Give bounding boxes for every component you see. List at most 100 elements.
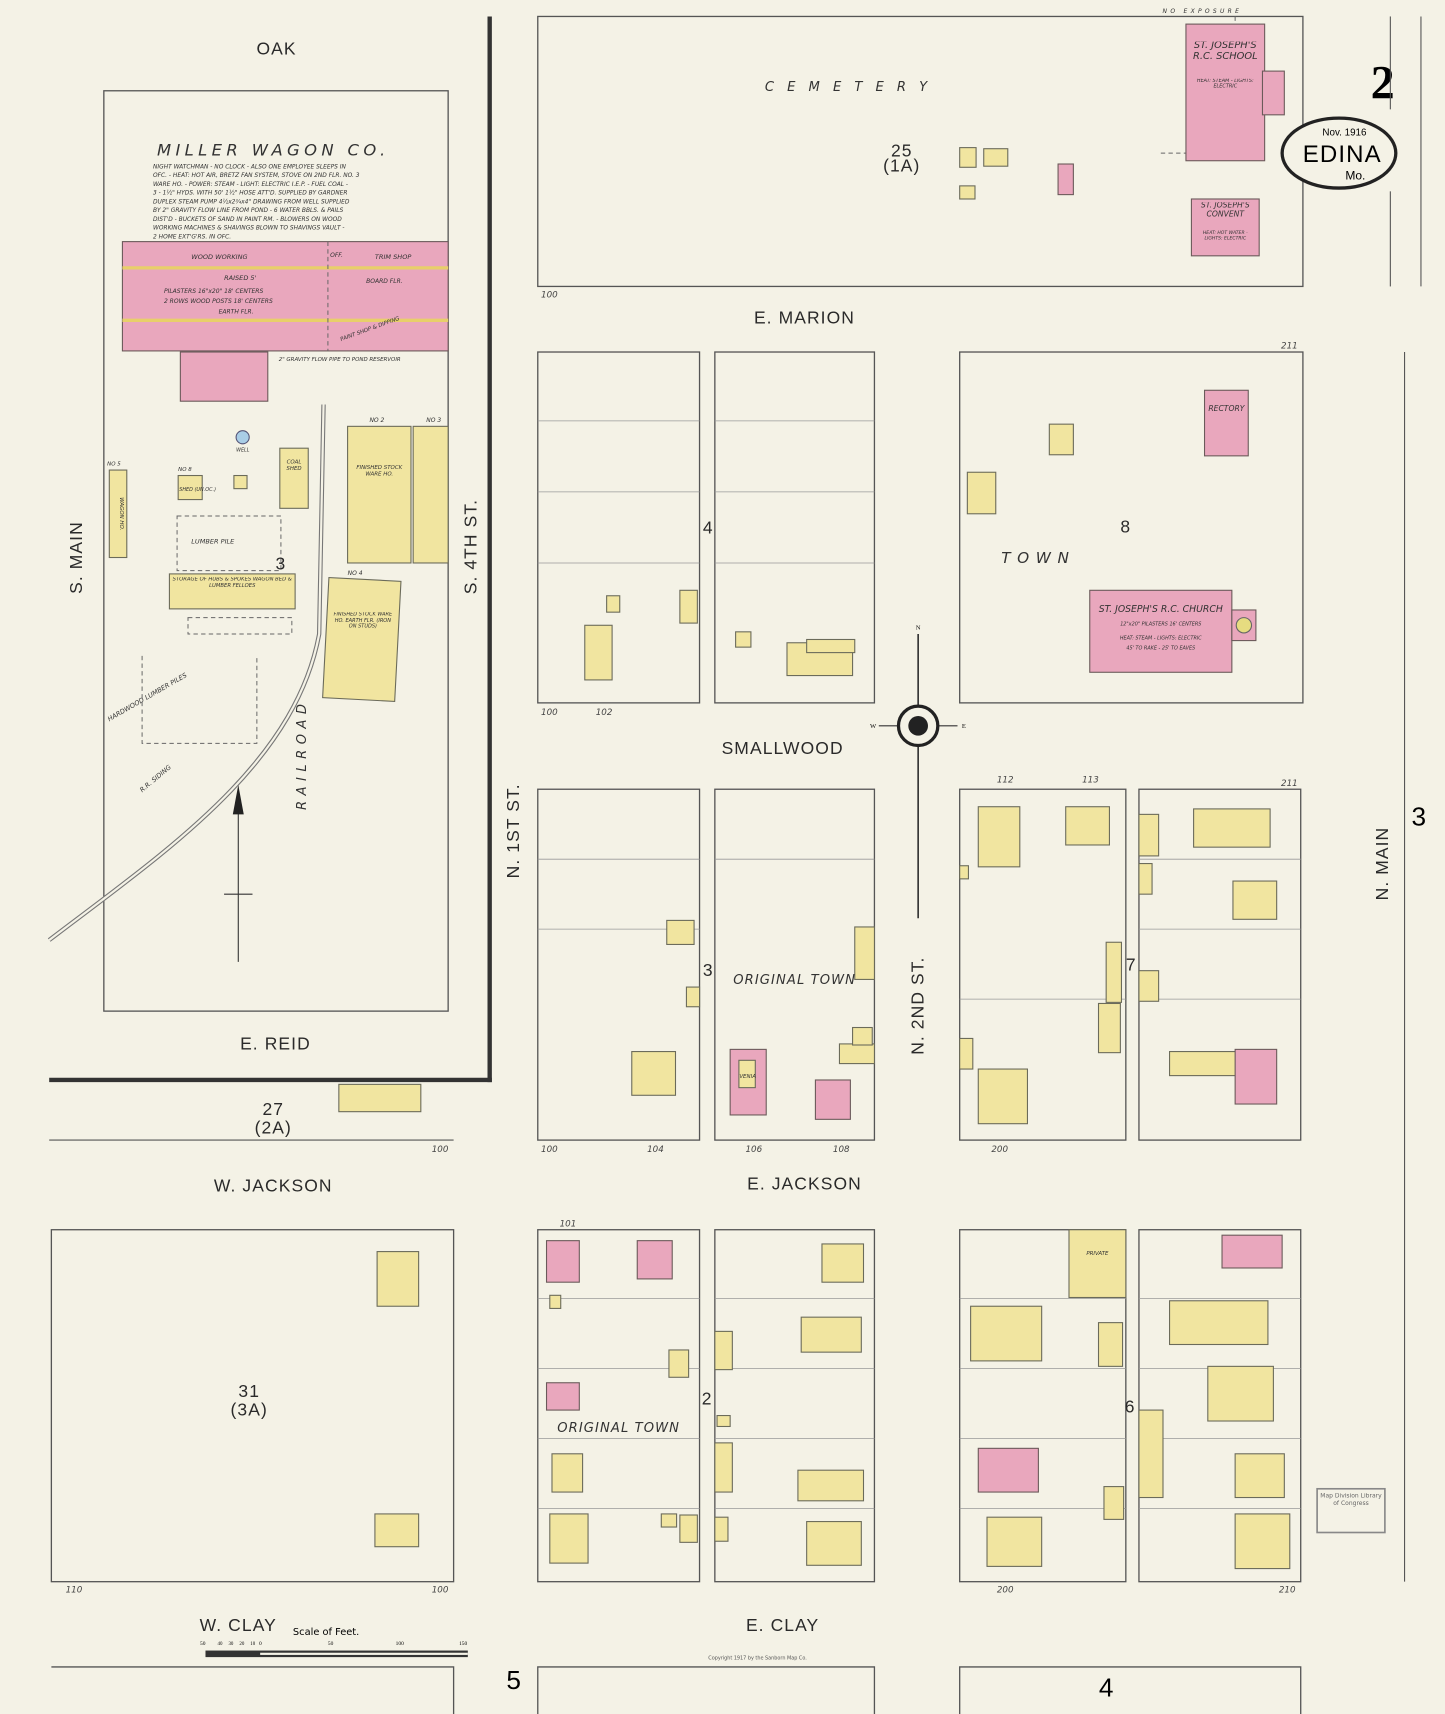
finished-stock-2-label-box: FINISHED STOCK WARE HO.: [356, 464, 403, 478]
library-stamp: Map Division Library of Congress: [1316, 1487, 1386, 1534]
copyright: Copyright 1917 by the Sanborn Map Co.: [708, 1655, 807, 1661]
scale-tick: 50: [328, 1641, 334, 1647]
partial-block: [959, 1666, 1302, 1714]
label-hardwood-lumber: HARDWOOD LUMBER PILES: [106, 671, 188, 723]
label-gravity-pipe: 2" GRAVITY FLOW PIPE TO POND RESERVOIR: [279, 357, 401, 363]
address-number: 106: [745, 1145, 762, 1155]
scale-tick: 50: [200, 1641, 206, 1647]
label-coal-shed: COAL SHED: [286, 459, 302, 473]
label-pilasters: PILASTERS 16"x20" 18' CENTERS: [164, 288, 264, 295]
block-number: 3: [275, 554, 286, 574]
compass-w: W: [870, 723, 877, 730]
warehouse-no4: [322, 576, 402, 702]
label-church: ST. JOSEPH'S R.C. CHURCH: [1099, 604, 1223, 615]
building: [338, 1083, 422, 1113]
block-8: [959, 351, 1304, 704]
miller-notes: NIGHT WATCHMAN - NO CLOCK - ALSO ONE EMP…: [153, 164, 360, 240]
title-town: EDINA: [1303, 141, 1382, 168]
label-no2: NO 2: [369, 417, 384, 424]
boiler-room-building: [179, 351, 269, 402]
school-wing: [1261, 70, 1285, 116]
label-church-note: 45' TO RAKE - 25' TO EAVES: [1126, 645, 1195, 651]
label-board-floor: BOARD FLR.: [366, 278, 403, 285]
address-number: 211: [1281, 779, 1298, 789]
label-wood-working: WOOD WORKING: [191, 253, 247, 261]
block-7: [959, 788, 1302, 1141]
coal-shed-label-box: COAL SHED: [286, 459, 302, 473]
label-storage: STORAGE OF HUBS & SPOKES WAGON BED & LUM…: [172, 577, 292, 589]
block-number-3: 3: [703, 960, 714, 980]
street-smallwood: SMALLWOOD: [722, 738, 844, 758]
note-line: DIST'D - BUCKETS OF SAND IN PAINT RM. - …: [153, 217, 342, 223]
address-number: 211: [1281, 342, 1298, 352]
address-number: 100: [432, 1145, 449, 1155]
block-sub-31: (3A): [231, 1400, 268, 1420]
address-number: 102: [596, 708, 613, 718]
st-josephs-school: [1185, 23, 1266, 162]
convent-label-box: ST. JOSEPH'S CONVENT: [1200, 202, 1250, 219]
partial-block: [537, 1666, 876, 1714]
street-oak: OAK: [256, 39, 296, 59]
block-number-8: 8: [1120, 516, 1131, 536]
adjoining-sheet-5[interactable]: 5: [506, 1665, 521, 1695]
label-railroad: RAILROAD: [295, 699, 310, 810]
note-line: 3 - 1½" HYDS. WITH 50' 1½" HOSE ATT'D. S…: [153, 190, 347, 197]
label-finished-stock-2: FINISHED STOCK WARE HO.: [356, 464, 403, 478]
label-well: WELL: [236, 447, 250, 453]
address-number: 200: [991, 1145, 1008, 1155]
label-no8: NO 8: [178, 467, 192, 473]
note-line: DUPLEX STEAM PUMP 4½x2¾x4" DRAWING FROM …: [153, 198, 350, 205]
label-original-town-2: ORIGINAL TOWN: [557, 1421, 680, 1436]
address-number: 101: [560, 1219, 577, 1229]
block-number-7: 7: [1126, 955, 1137, 975]
coal-shed: [279, 447, 309, 509]
scale-tick: 0: [259, 1641, 262, 1647]
compass-e: E: [962, 723, 966, 730]
title-date: Nov. 1916: [1322, 128, 1367, 139]
address-number: 100: [432, 1586, 449, 1596]
hardwood-lumber-outline: [141, 655, 258, 744]
street-n-1st: N. 1ST ST.: [503, 783, 523, 878]
adjoining-sheet-4[interactable]: 4: [1099, 1672, 1114, 1702]
street-n-main: N. MAIN: [1372, 827, 1392, 901]
address-number: 113: [1082, 776, 1099, 786]
label-wagon-ho: WAGON HO.: [118, 497, 124, 530]
scale-tick: 30: [228, 1642, 233, 1647]
compass-n: N: [916, 625, 921, 632]
building: [1057, 163, 1074, 196]
page-number: 2: [1371, 56, 1395, 109]
label-church-note: 12"x20" PILASTERS 16' CENTERS: [1120, 621, 1201, 627]
block-sub-25: (1A): [883, 156, 920, 176]
label-raised: RAISED 5': [224, 274, 257, 282]
block-number-6: 6: [1125, 1396, 1136, 1416]
warehouse-no3: [412, 425, 449, 564]
scale-tick: 100: [396, 1641, 404, 1647]
block-4: [537, 351, 876, 704]
note-line: WARE HO. - POWER: STEAM - LIGHT: ELECTRI…: [153, 182, 348, 188]
label-lumber-pile: LUMBER PILE: [191, 537, 235, 545]
note-line: 2 HOME EXT'G'RS. IN OFC.: [153, 234, 231, 240]
adjoining-sheet-3[interactable]: 3: [1411, 801, 1426, 831]
block-number-31: 31: [238, 1381, 260, 1401]
label-original-town: ORIGINAL TOWN: [733, 973, 856, 988]
address-number: 104: [647, 1145, 664, 1155]
storage-label-box: STORAGE OF HUBS & SPOKES WAGON BED & LUM…: [172, 577, 292, 589]
street-n-2nd: N. 2ND ST.: [908, 957, 928, 1055]
label-posts: 2 ROWS WOOD POSTS 18' CENTERS: [164, 298, 273, 305]
street-w-clay: W. CLAY: [200, 1615, 277, 1635]
building: [959, 147, 977, 168]
block-31: [50, 1229, 455, 1583]
address-number: 210: [1279, 1586, 1296, 1596]
scale-tick: 150: [459, 1641, 467, 1647]
label-church-note: HEAT: STEAM - LIGHTS: ELECTRIC: [1120, 635, 1202, 641]
miller-factory-building: WOOD WORKING OFF. TRIM SHOP RAISED 5' PI…: [121, 241, 449, 352]
note-line: NIGHT WATCHMAN - NO CLOCK - ALSO ONE EMP…: [153, 164, 346, 170]
label-convent: ST. JOSEPH'S CONVENT: [1200, 202, 1250, 219]
address-number: 100: [541, 1145, 558, 1155]
scale-tick: 40: [218, 1642, 223, 1647]
warehouse-no2: [347, 425, 412, 564]
stamp-text: Map Division Library of Congress: [1320, 1493, 1382, 1507]
label-shed: SHED (UN.OC.): [179, 487, 216, 493]
scale-tick: 20: [239, 1642, 244, 1647]
